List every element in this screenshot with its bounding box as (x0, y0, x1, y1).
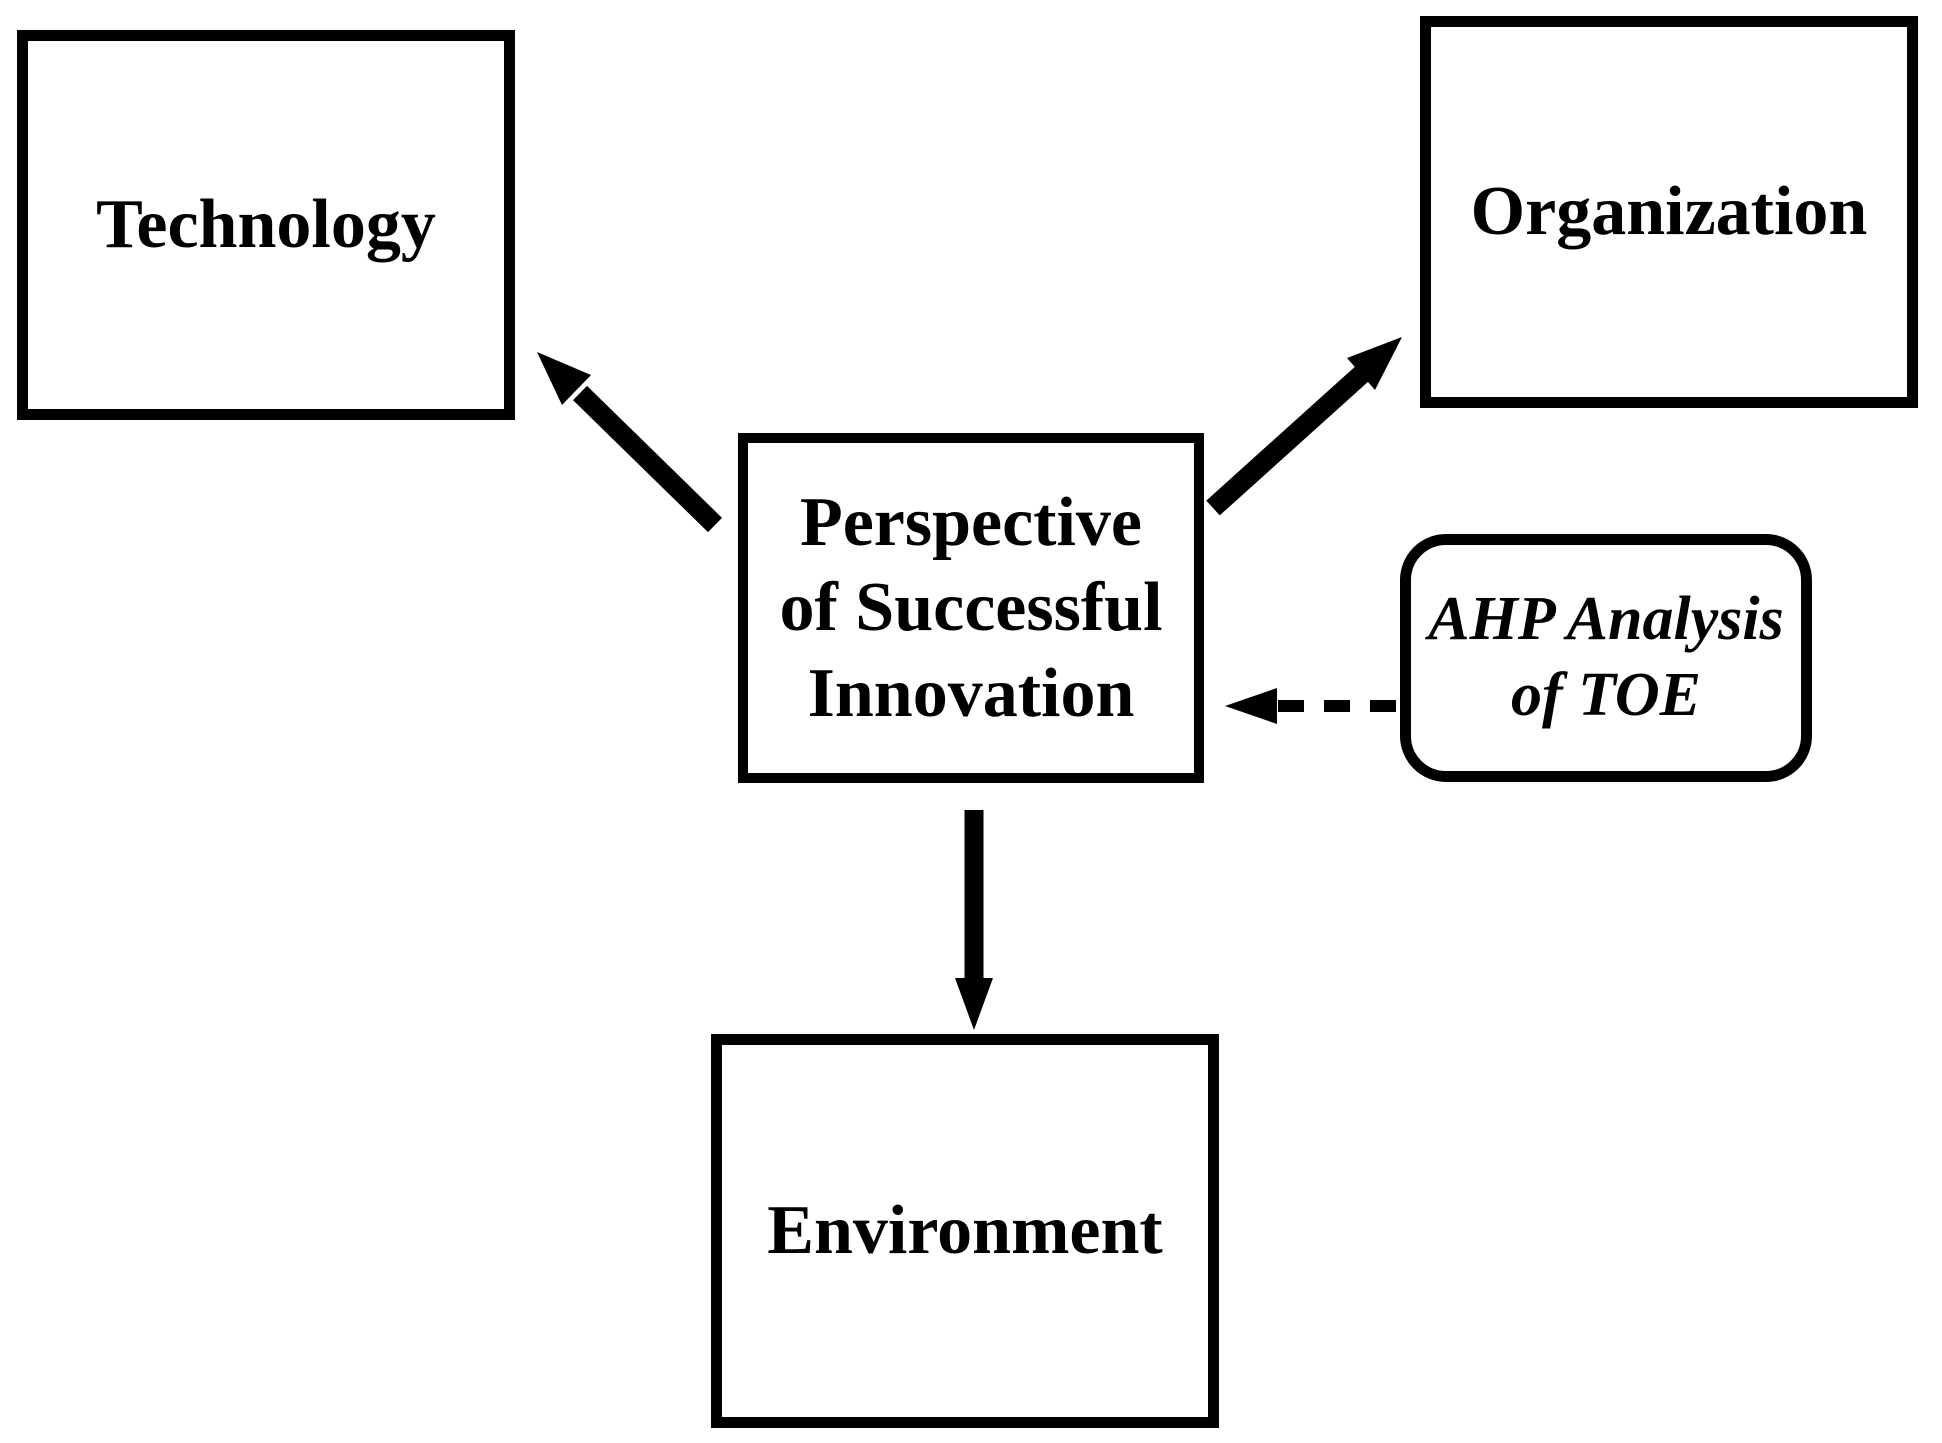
perspective-of-successful-innovation-box: Perspective of Successful Innovation (738, 433, 1204, 783)
arrow-perspective-to-environment (955, 810, 993, 1030)
environment-box: Environment (711, 1034, 1219, 1428)
perspective-label: Perspective of Successful Innovation (779, 483, 1163, 732)
arrow-perspective-to-organization-shaft (1206, 364, 1371, 516)
technology-label: Technology (96, 186, 436, 264)
arrow-perspective-to-technology (537, 352, 722, 533)
organization-box: Organization (1420, 16, 1918, 408)
technology-box: Technology (17, 30, 515, 420)
ahp-label: AHP Analysis of TOE (1428, 585, 1784, 729)
arrow-perspective-to-organization (1206, 337, 1402, 516)
environment-label: Environment (767, 1192, 1163, 1270)
organization-label: Organization (1470, 173, 1868, 251)
ahp-analysis-of-toe-box: AHP Analysis of TOE (1400, 534, 1812, 782)
arrow-perspective-to-technology-shaft (573, 385, 722, 533)
arrow-perspective-to-organization-head (1347, 337, 1402, 390)
arrow-ahp-to-perspective-head (1225, 688, 1277, 724)
arrow-perspective-to-technology-head (537, 352, 591, 405)
arrow-ahp-to-perspective (1225, 688, 1396, 724)
arrow-perspective-to-environment-head (955, 978, 993, 1030)
